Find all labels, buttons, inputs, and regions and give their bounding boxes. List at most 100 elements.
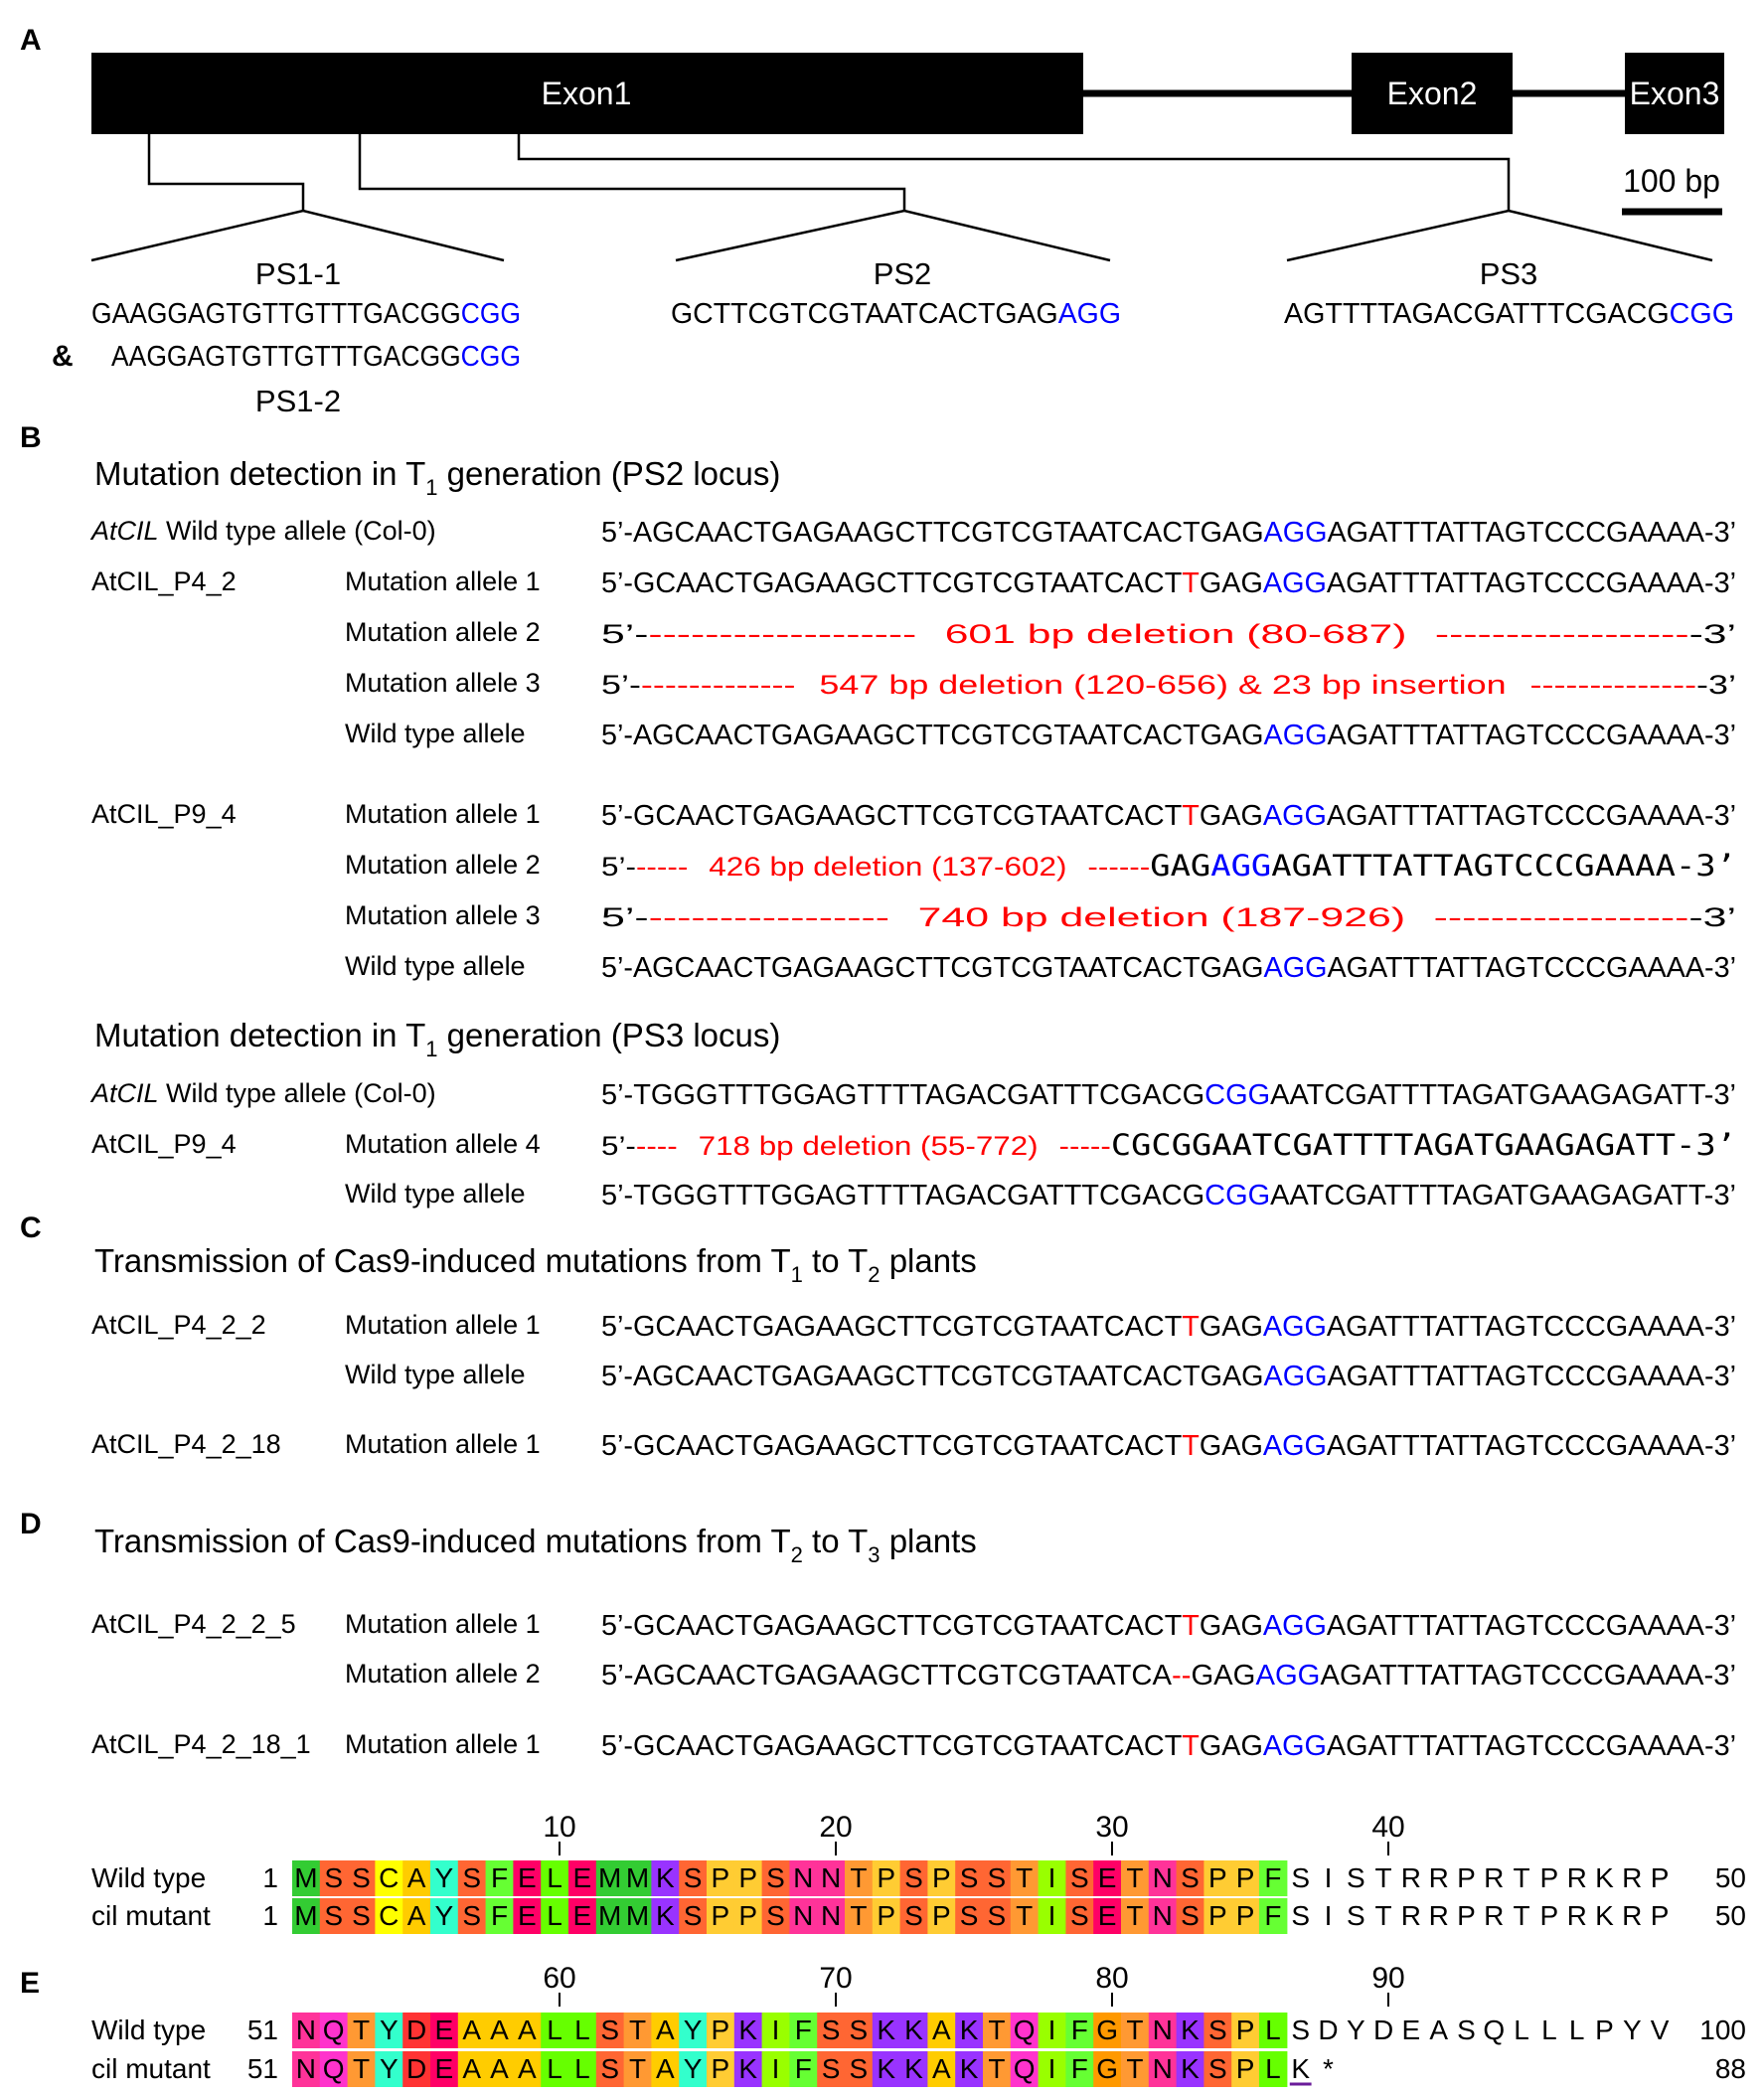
align1-wt-res-10: L [547, 1862, 562, 1893]
ps2-wt-sequence: 5’-AGCAACTGAGAAGCTTCGTCGTAATCACTGAGAGGAG… [601, 517, 1736, 549]
align2-mut-res-box-15 [679, 2051, 708, 2087]
align1-wt-res-box-5 [402, 1860, 431, 1896]
align2-wt-res-3: T [353, 2014, 370, 2045]
align1-mut-res-24: P [932, 1900, 951, 1931]
align2-wt-res-12: S [600, 2014, 619, 2045]
align1-mut-res-16: P [712, 1900, 730, 1931]
ps3-wt-pam: CGG [1204, 1079, 1270, 1111]
align1-mut-res-box-3 [347, 1898, 376, 1934]
p9-4-m3-start: 5’- [601, 902, 649, 932]
p9-4-m1-label: Mutation allele 1 [345, 799, 541, 829]
align1-mut-res-42: R [1429, 1900, 1449, 1931]
align2-wt-res-box-10 [541, 2013, 569, 2048]
align2-mut-res-box-19 [789, 2051, 818, 2087]
align2-wt-res-22: K [877, 2014, 895, 2045]
p4-2-18-m1-ins: T [1182, 1430, 1200, 1462]
panel-d-title-c: plants [881, 1523, 977, 1559]
panel-c-letter: C [20, 1211, 42, 1244]
align1-wt-res-box-16 [707, 1860, 735, 1896]
align1-wt-res-box-25 [955, 1860, 984, 1896]
p4-2-m1-post: AGATTTATTAGTCCCGAAAA-3’ [1327, 567, 1736, 599]
align2-mut-res-30: G [1096, 2053, 1118, 2084]
align2-wt-res-box-2 [319, 2013, 349, 2048]
align1-wt-res-15: S [684, 1862, 703, 1893]
align2-wt-res-5: D [406, 2014, 426, 2045]
align2-wt-res-box-16 [707, 2013, 735, 2048]
align2-wt-res-box-8 [485, 2013, 514, 2048]
align2-wt-res-box-26 [983, 2013, 1012, 2048]
align2-wt-res-box-25 [955, 2013, 984, 2048]
align2-mut-res-box-30 [1093, 2051, 1122, 2087]
p9-4-m2-dash2: ------ [1087, 852, 1150, 882]
align1-wt-res-50: P [1651, 1862, 1670, 1893]
align1-wt-res-21: T [850, 1862, 867, 1893]
p9-4-m3-note: 740 bp deletion (187-926) [918, 902, 1406, 932]
p9-4-wt-pam: AGG [1264, 952, 1328, 984]
align2-mut-res-13: T [629, 2053, 646, 2084]
align2-mut-res-6: E [435, 2053, 454, 2084]
p9-4-m1-ins: T [1182, 800, 1200, 832]
align2-wt-res-box-7 [457, 2013, 487, 2048]
align2-wt-res-box-28 [1038, 2013, 1066, 2048]
align2-wt-res-box-24 [927, 2013, 956, 2048]
panel-a: A Exon1 Exon2 Exon3 100 bp PS1-1 PS2 PS3… [20, 24, 1734, 418]
p9-4-m3-label: Mutation allele 3 [345, 900, 541, 930]
align1-mut-start: 1 [262, 1900, 278, 1931]
p4-2-m2-end: -3’ [1689, 619, 1736, 649]
align2-mut-res-14: A [656, 2053, 675, 2084]
align2-mut-res-36: L [1265, 2053, 1281, 2084]
align1-mut-res-box-36 [1259, 1898, 1288, 1934]
p4-2-2-5-m1-pam: AGG [1263, 1610, 1327, 1642]
align2-wt-res-7: A [462, 2014, 481, 2045]
p4-2-m2-start: 5’- [601, 619, 648, 649]
align1-wt-res-5: A [407, 1862, 426, 1893]
p4-2-m3-dash2: -------------- [1530, 670, 1697, 700]
align1-mut-res-4: C [379, 1900, 399, 1931]
align2-mut-res-box-9 [513, 2051, 542, 2087]
p4-2-m2-label: Mutation allele 2 [345, 617, 541, 647]
exon1-label: Exon1 [542, 76, 632, 111]
p9-4-m4-dash2: ----- [1059, 1131, 1111, 1161]
align1-wt-res-box-33 [1176, 1860, 1204, 1896]
panel-c-title-a: Transmission of Cas9-induced mutations f… [94, 1242, 791, 1279]
p9-4-m3-end: -3’ [1688, 902, 1736, 932]
p4-2-2-m1-pam: AGG [1263, 1311, 1327, 1343]
align1-mut-res-26: S [988, 1900, 1007, 1931]
align1-wt-end: 50 [1715, 1862, 1746, 1893]
p9-4-wt-post: AGATTTATTAGTCCCGAAAA-3’ [1327, 952, 1736, 984]
p4-2-2-m1-ins: T [1182, 1311, 1200, 1343]
align1-wt-res-box-1 [292, 1860, 321, 1896]
exon2-label: Exon2 [1387, 76, 1478, 111]
align2-mut-res-box-34 [1203, 2051, 1232, 2087]
ampersand: & [52, 340, 74, 373]
p4-2-18-1-m1-pam: AGG [1263, 1730, 1327, 1762]
align1-mut-res-box-11 [568, 1898, 597, 1934]
align1-mut-res-box-19 [789, 1898, 818, 1934]
align2-wt-res-4: Y [380, 2014, 399, 2045]
align1-mut-res-box-15 [679, 1898, 708, 1934]
align2-wt-res-27: Q [1014, 2014, 1036, 2045]
p4-2-2-m1-sequence: 5’-GCAACTGAGAAGCTTCGTCGTAATCACTTGAGAGGAG… [601, 1311, 1736, 1343]
align2-mut-res-box-2 [319, 2051, 349, 2087]
p9-4-m2-start: 5’- [601, 852, 636, 882]
align2-wt-res-39: Y [1347, 2014, 1365, 2045]
align1-wt-res-43: P [1457, 1862, 1476, 1893]
align2-mut-res-box-16 [707, 2051, 735, 2087]
align2-wt-res-28: I [1048, 2014, 1056, 2045]
align1-wt-res-31: T [1126, 1862, 1143, 1893]
line-p4-2-18-1: AtCIL_P4_2_18_1 [91, 1729, 311, 1759]
align1-mut-res-box-30 [1093, 1898, 1122, 1934]
align1-wt-res-box-9 [513, 1860, 542, 1896]
align2-mut-res-3: T [353, 2053, 370, 2084]
p9-4-m3-sequence: 5’------------------740 bp deletion (187… [601, 902, 1736, 932]
align2-wt-start: 51 [247, 2014, 278, 2045]
align2-wt-res-8: A [490, 2014, 509, 2045]
align2-wt-res-13: T [629, 2014, 646, 2045]
align1-wt-res-box-36 [1259, 1860, 1288, 1896]
align1-mut-res-box-5 [402, 1898, 431, 1934]
align1-mut-res-15: S [684, 1900, 703, 1931]
